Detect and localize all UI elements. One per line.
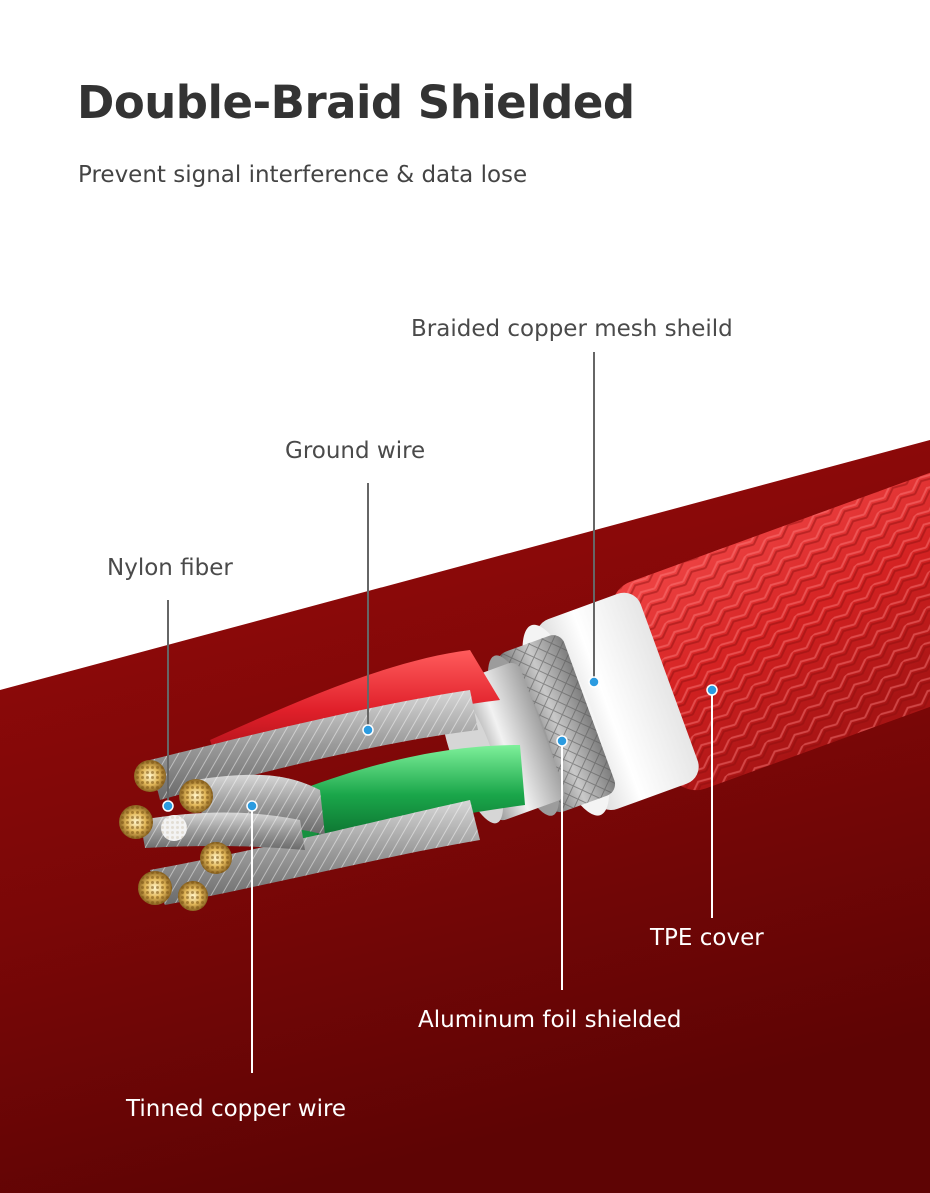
gold-strand-ends <box>119 760 232 911</box>
label-tinned-copper: Tinned copper wire <box>126 1096 347 1122</box>
callout-markers <box>162 676 718 812</box>
braided-jacket <box>611 455 930 791</box>
page-subtitle: Prevent signal interference & data lose <box>78 162 528 188</box>
label-braided-mesh: Braided copper mesh sheild <box>411 316 733 342</box>
label-tpe-cover: TPE cover <box>650 925 764 951</box>
leader-lines <box>167 352 713 1073</box>
label-nylon-fiber: Nylon fiber <box>107 555 233 581</box>
green-core <box>300 745 525 845</box>
stranded-wires <box>140 690 480 905</box>
label-aluminum-foil: Aluminum foil shielded <box>418 1007 682 1033</box>
page-title: Double-Braid Shielded <box>77 76 635 129</box>
label-ground-wire: Ground wire <box>285 438 426 464</box>
